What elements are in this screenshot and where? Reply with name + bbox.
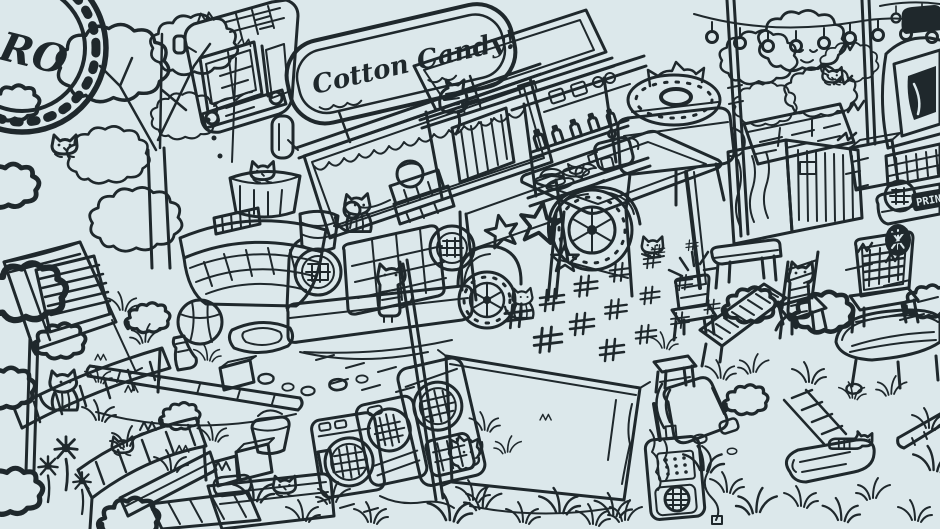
- sign-posts: [337, 74, 482, 144]
- laundry-basket: [178, 206, 328, 308]
- drum: [298, 209, 340, 253]
- boot: [171, 334, 198, 372]
- plate-text: PRIN: [915, 193, 940, 209]
- small-crate: [218, 355, 257, 392]
- cat-cotton-candy-machine[interactable]: [646, 60, 706, 88]
- picnic-table: [520, 129, 723, 302]
- sparkle: [667, 250, 719, 278]
- chair-small: [670, 273, 718, 342]
- bench: [710, 238, 783, 290]
- festival-badge: RO: [0, 0, 109, 135]
- cat-by-speakers[interactable]: [447, 434, 484, 471]
- license-plate: PRIN: [911, 188, 940, 212]
- rear-wheel: [546, 185, 642, 272]
- rope-ring: [227, 321, 295, 354]
- ladder: [782, 388, 848, 446]
- plank: [896, 412, 940, 450]
- slat-counter: [726, 138, 864, 246]
- cat-under-table[interactable]: [640, 235, 665, 259]
- driver-figure: [359, 159, 456, 226]
- sky-doodles: [195, 10, 273, 48]
- tree-left: [55, 13, 253, 270]
- teapot: [587, 129, 640, 171]
- stool: [652, 354, 698, 394]
- mini-bus: [172, 0, 300, 134]
- grass: [80, 290, 940, 528]
- basketball: [176, 298, 224, 346]
- log: [784, 438, 876, 484]
- front-wheel: [456, 244, 523, 330]
- oval-table: [834, 308, 940, 390]
- bench-low: [148, 490, 262, 529]
- market-stall-1: [12, 334, 172, 474]
- megaphone-radio: [643, 376, 740, 525]
